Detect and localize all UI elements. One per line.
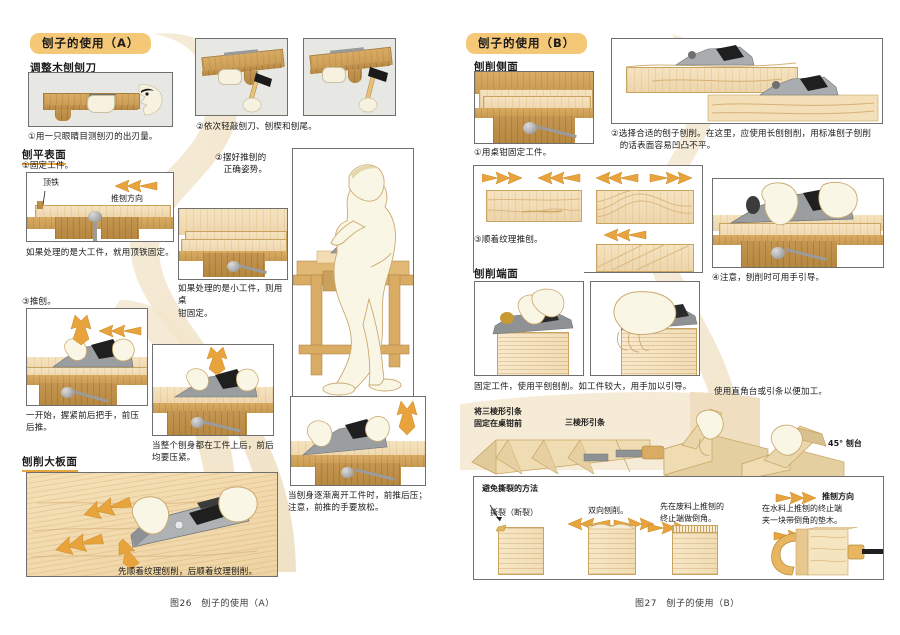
panel-sighting-blade [28,72,173,127]
block-two-way-planed [588,525,636,575]
illustration-triangle-guide-strip [471,439,665,475]
caption-step1-left: ①用一只眼睛目测刨刃的出刃量。 [28,132,158,142]
caption-guide: 使用直角台或引条以便加工。 [714,387,828,397]
caption-small-work: 如果处理的是小工件，则用桌 钳固定。 [178,284,283,319]
caption-fix-work: ①固定工件。 [22,161,74,171]
heading-plane-flat-surface: 刨平表面 [22,143,67,165]
panel-tap-blade-1 [195,38,288,116]
label-pad-block: 在水料上推刨的终止端 夹一块带倒角的垫木。 [762,504,842,525]
label-top-iron: 顶铁 [43,178,59,187]
caption-plane-start: 一开始，握紧前后把手，前压 后推。 [26,411,140,434]
block-with-tearout [498,527,544,575]
caption-endgrain: 固定工件，使用平刨刨削。如工件较大，用手加以引导。 [474,382,692,392]
caption-large-board: 先顺着纹理刨削，后顺着纹理刨削。 [118,567,258,577]
label-push-direction: 推刨方向 [111,194,143,203]
panel-endgrain-hand-guide [590,281,700,376]
panel-choose-plane [611,38,883,124]
panel-guide-with-hand [712,178,884,268]
caption-right-step1: ①用桌钳固定工件。 [474,148,552,158]
panel-plane-start [26,308,148,406]
panel-plane-end [290,396,426,486]
panel-avoid-tearout: 避免撕裂的方法 撕裂（断裂） 双向刨削。 先在废料上推刨的 终止端做倒角。 [473,476,884,580]
grain-sample-straight [486,190,582,222]
figure-caption-27: 图27 刨子的使用（B） [635,599,740,609]
label-bevel-table: 45° 刨台 [828,439,862,448]
caption-right-step2: ②选择合适的刨子刨削。在这里，应使用长刨刨削，用标准刨子刨削 的话表面容易凹凸不… [611,129,872,152]
caption-right-step4: ④注意，刨削时可用手引导。 [712,273,825,283]
label-fix-triangle-strip: 将三棱形引条 固定在桌钳前 [474,407,522,428]
label-push-direction-right: 推刨方向 [822,492,854,501]
panel-fix-with-vise [474,71,594,144]
panel-planing-posture [292,148,414,398]
label-both-ways: 双向刨削。 [588,506,628,515]
caption-plane-end: 当刨身逐渐离开工件时，前推后压； 注意，前推的手要放松。 [288,491,428,514]
panel-tap-blade-2 [303,38,396,116]
left-banner-title: 刨子的使用（A） [30,32,152,54]
panel-bench-with-top-iron: 顶铁 推刨方向 [26,172,174,242]
grain-sample-cathedral [596,190,694,224]
panel-plane-middle [152,344,274,436]
label-tear: 撕裂（断裂） [490,508,538,517]
figure-caption-26: 图26 刨子的使用（A） [170,599,275,609]
heading-plane-large-panel: 刨削大板面 [22,450,78,472]
panel-small-work-vise [178,208,288,280]
block-waste-chamfered [672,527,718,575]
caption-right-step3: ③顺着纹理推刨。 [474,235,543,245]
caption-push-step: ③推刨。 [22,297,56,307]
label-triangle-strip: 三棱形引条 [565,418,605,427]
chamfer-hatch-1 [672,525,718,533]
caption-posture: ②摆好推刨的 正确姿势。 [215,153,268,176]
grain-panel-notch [474,226,584,273]
label-avoid-tear: 避免撕裂的方法 [482,484,538,493]
panel-endgrain-block-plane [474,281,584,376]
caption-big-work: 如果处理的是大工件，就用顶铁固定。 [26,248,174,258]
caption-plane-middle: 当整个刨身都在工件上后，前后 均要压紧。 [152,441,274,464]
illustration-c-clamp-pad [771,527,883,576]
caption-step2-left: ②依次轻敲刨刀、刨楔和刨尾。 [196,122,317,132]
right-banner-title: 刨子的使用（B） [466,32,588,54]
panel-large-board-planing [26,472,278,577]
label-waste-chamfer: 先在废料上推刨的 终止端做倒角。 [660,502,724,523]
grain-sample-diagonal [596,244,694,272]
